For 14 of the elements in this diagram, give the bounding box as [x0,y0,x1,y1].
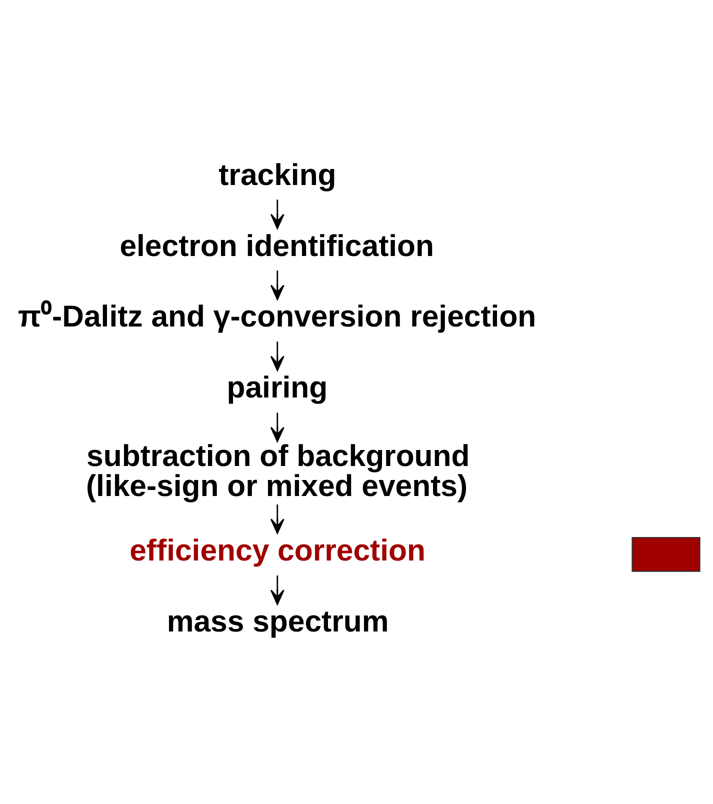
node-text: electron identification [120,230,434,263]
arrow [270,200,284,230]
node-text: mass spectrum [166,606,389,639]
arrow [270,575,284,605]
node-text: subtraction of background (like-sign or mixed events) [86,440,470,504]
node-text: π⁰-Dalitz and γ-conversion rejection [18,300,536,334]
arrow [270,412,284,442]
node-box [632,536,700,572]
node-text: pairing [226,372,328,405]
node-text: tracking [218,158,336,192]
node-text: efficiency correction [130,534,426,568]
arrow [270,270,284,300]
arrow [270,342,284,372]
arrow [270,504,284,534]
